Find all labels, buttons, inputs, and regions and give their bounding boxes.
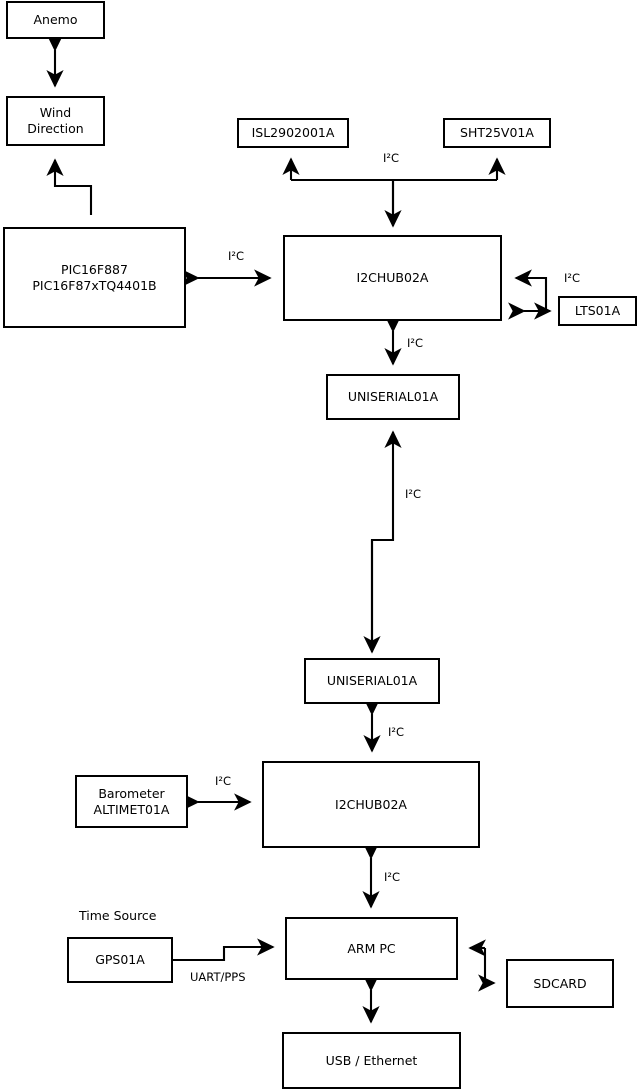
node-usb-ethernet[interactable]: USB / Ethernet (282, 1032, 461, 1089)
node-label: Wind Direction (27, 105, 84, 136)
node-label: SHT25V01A (460, 125, 534, 140)
node-label: Anemo (33, 12, 78, 27)
node-i2chub02a-top[interactable]: I2CHUB02A (283, 235, 502, 321)
node-label: I2CHUB02A (335, 796, 407, 812)
edge-pic-wind (46, 158, 93, 215)
edge-label-i2c-lts: I²C (564, 271, 581, 285)
edge-label-i2c-long-link: I²C (405, 487, 422, 501)
edge-armpc-sdcard-out (478, 948, 496, 992)
node-label: LTS01A (574, 303, 621, 318)
node-label: ISL2902001A (251, 125, 335, 140)
node-label: UNISERIAL01A (347, 389, 439, 404)
node-sdcard[interactable]: SDCARD (506, 959, 614, 1008)
node-label: USB / Ethernet (325, 1052, 418, 1068)
node-wind-direction[interactable]: Wind Direction (6, 96, 105, 146)
node-label: UNISERIAL01A (326, 673, 418, 688)
edge-label-uart-pps: UART/PPS (190, 970, 246, 984)
node-uniserial01a-upper[interactable]: UNISERIAL01A (326, 374, 460, 420)
node-label: ARM PC (347, 940, 396, 956)
node-i2chub02a-bottom[interactable]: I2CHUB02A (262, 761, 480, 848)
node-barometer-altimet01a[interactable]: Barometer ALTIMET01A (75, 775, 188, 828)
edge-label-i2c-sensor-bus: I²C (383, 151, 400, 165)
node-label: Barometer ALTIMET01A (93, 785, 170, 817)
node-label: SDCARD (533, 975, 587, 991)
edge-uniserial-long (370, 430, 402, 650)
node-pic-mcu[interactable]: PIC16F887 PIC16F87xTQ4401B (3, 227, 186, 328)
edge-label-i2c-uniserial-hub: I²C (388, 725, 405, 739)
node-label: GPS01A (95, 952, 145, 967)
node-gps01a[interactable]: GPS01A (67, 937, 173, 983)
node-anemo[interactable]: Anemo (6, 1, 105, 39)
node-uniserial01a-lower[interactable]: UNISERIAL01A (304, 658, 440, 704)
node-isl2902001a[interactable]: ISL2902001A (237, 118, 349, 148)
edge-label-i2c-barometer: I²C (215, 774, 232, 788)
edge-label-i2c-pic-hub: I²C (228, 249, 245, 263)
node-sht25v01a[interactable]: SHT25V01A (443, 118, 551, 148)
label-time-source: Time Source (79, 908, 157, 923)
node-lts01a[interactable]: LTS01A (558, 296, 637, 326)
edge-gps-armpc (173, 938, 275, 962)
edge-label-i2c-hub-armpc: I²C (384, 870, 401, 884)
node-label: PIC16F887 PIC16F87xTQ4401B (32, 261, 157, 293)
node-label: I2CHUB02A (356, 270, 429, 285)
node-arm-pc[interactable]: ARM PC (285, 917, 458, 980)
edge-label-i2c-hub-uniserial: I²C (407, 336, 424, 350)
edge-hub-lts-in (514, 269, 548, 311)
